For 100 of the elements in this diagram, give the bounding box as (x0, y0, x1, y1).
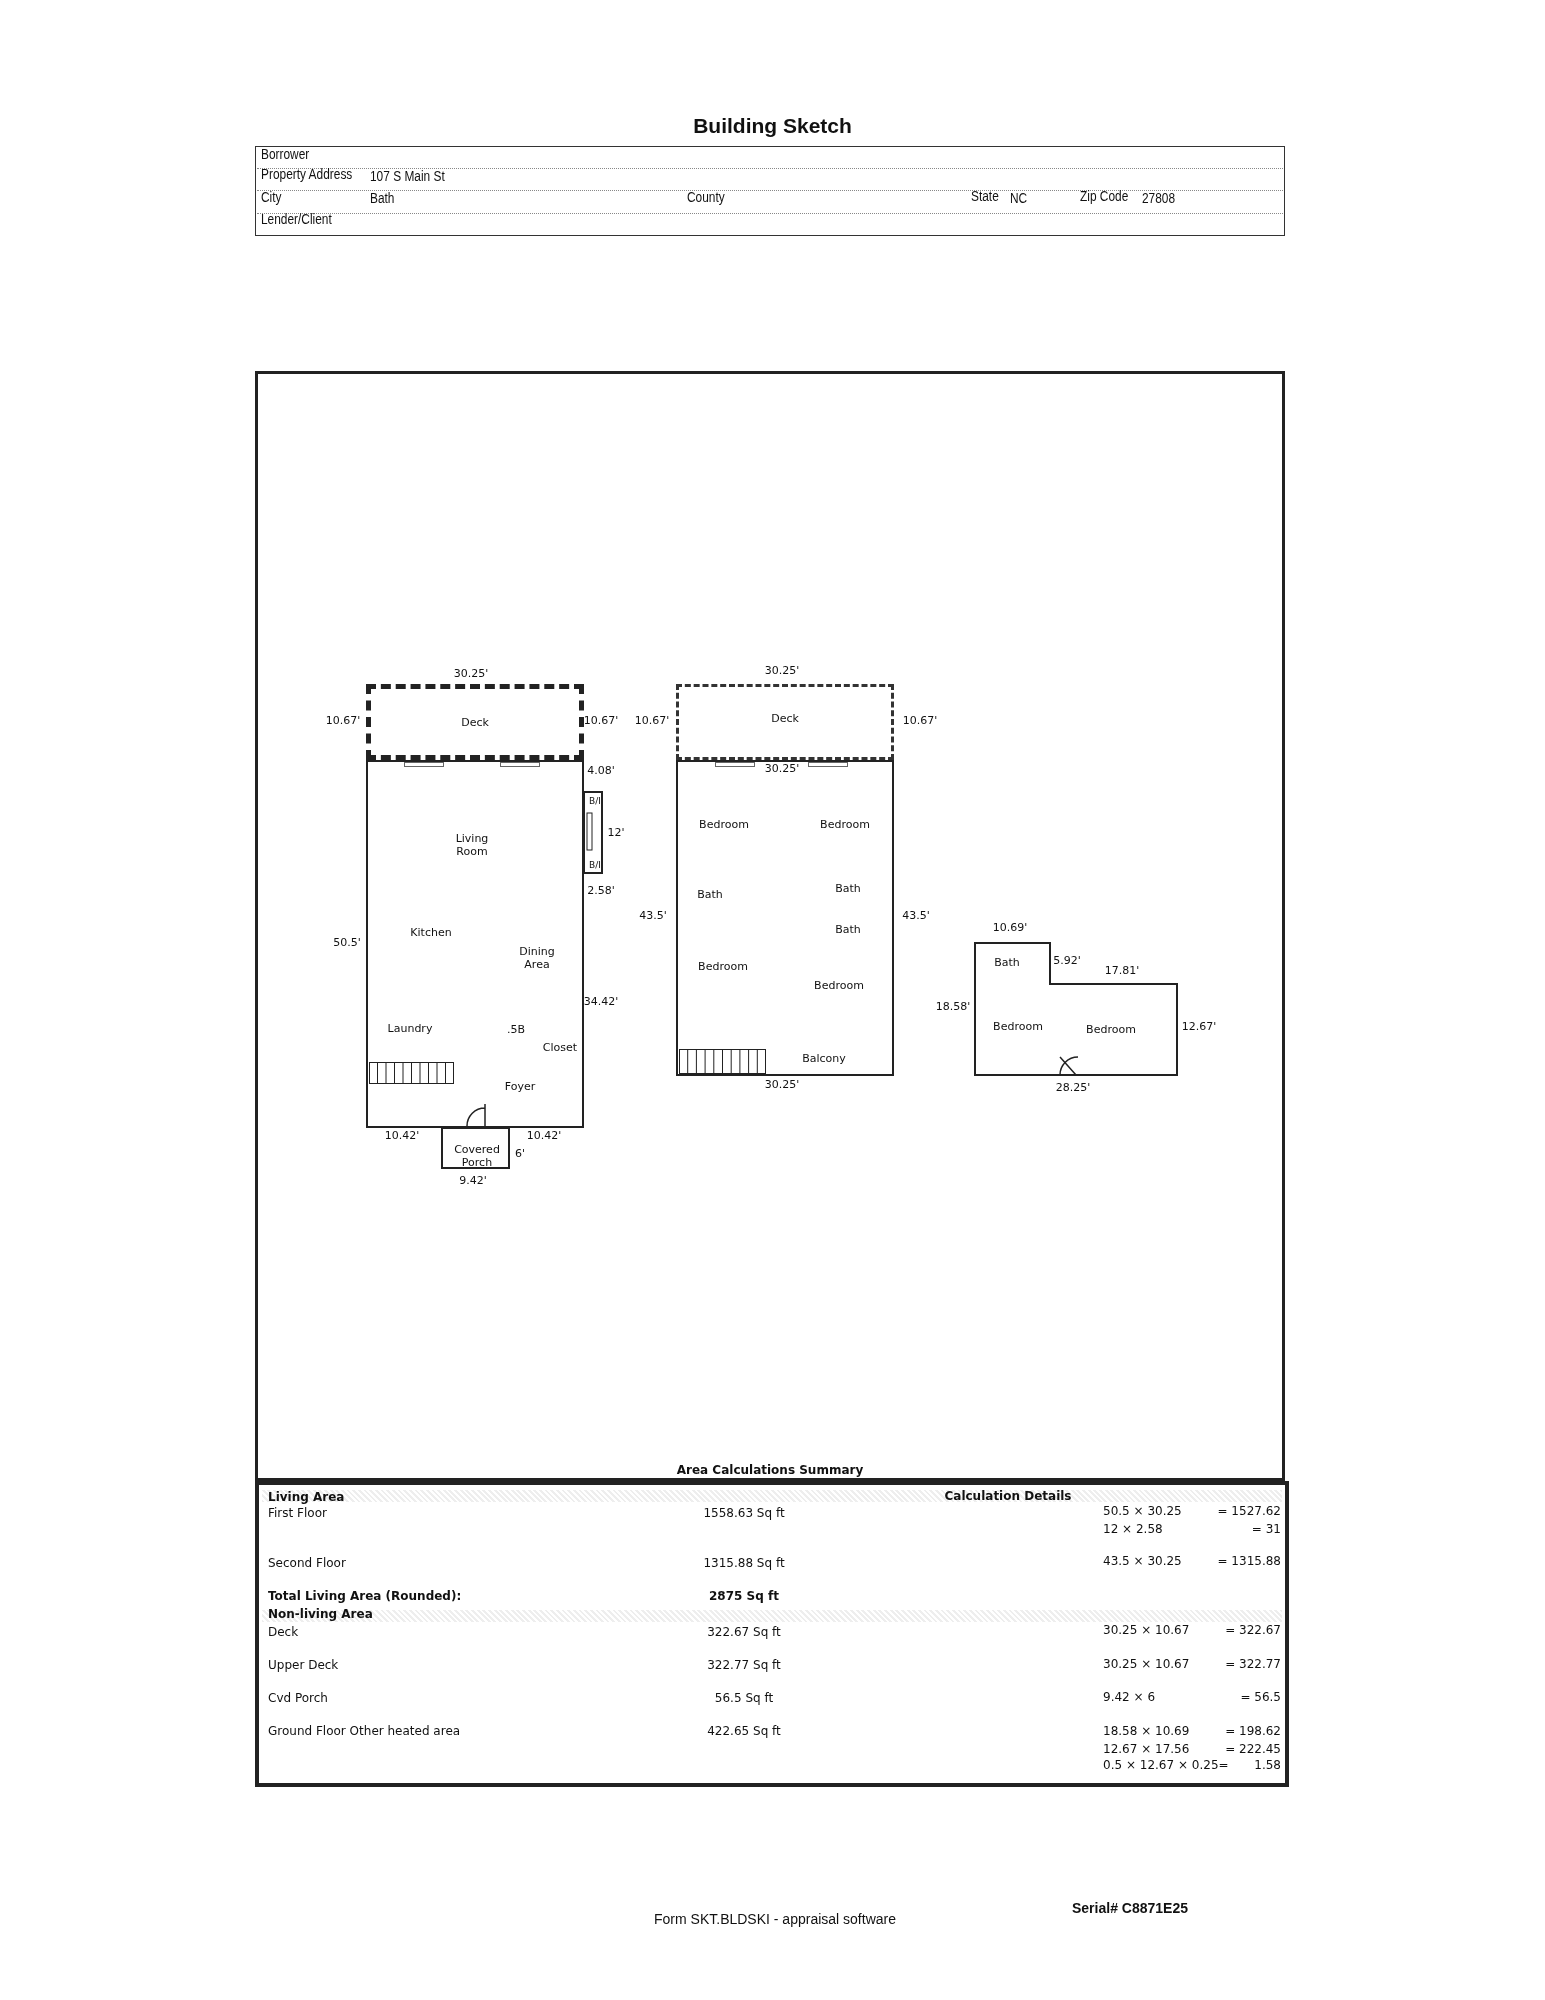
field-value: NC (1010, 190, 1028, 206)
dimension-label: 28.25' (1055, 1081, 1091, 1095)
table-text: = 322.77 (1225, 1657, 1281, 1671)
room-label: Balcony (801, 1052, 847, 1065)
table-heading: Non-living Area (268, 1607, 373, 1621)
room-label: B/I (588, 795, 602, 808)
field-label: County (687, 189, 725, 205)
table-text: 422.65 Sq ft (707, 1724, 781, 1738)
room-label: Covered Porch (453, 1143, 501, 1169)
dimension-label: 12' (607, 826, 625, 840)
field-value: 107 S Main St (370, 168, 445, 184)
table-text: 18.58 × 10.69 (1103, 1724, 1190, 1738)
table-text: 30.25 × 10.67 (1103, 1623, 1190, 1637)
dimension-label: 4.08' (587, 764, 615, 778)
dimension-label: 43.5' (639, 909, 667, 923)
room-label: Bedroom (1085, 1023, 1137, 1036)
field-label: State (971, 188, 999, 204)
table-text: 50.5 × 30.25 (1103, 1504, 1182, 1518)
room-label: Foyer (503, 1080, 537, 1093)
table-text: Ground Floor Other heated area (268, 1724, 461, 1738)
table-heading: Total Living Area (Rounded): (268, 1589, 462, 1603)
dimension-label: 18.58' (935, 1000, 971, 1014)
field-value: Bath (370, 190, 395, 206)
table-text: = 222.45 (1225, 1742, 1281, 1756)
dimension-label: 2.58' (587, 884, 615, 898)
floor-outline (974, 942, 1178, 1076)
table-text: 12.67 × 17.56 (1103, 1742, 1190, 1756)
dimension-label: 10.67' (902, 714, 938, 728)
table-text: = 322.67 (1225, 1623, 1281, 1637)
room-label: Bath (834, 882, 862, 895)
table-text: Upper Deck (268, 1658, 339, 1672)
field-label: City (261, 189, 282, 205)
table-text: 1315.88 Sq ft (703, 1556, 785, 1570)
table-text: Second Floor (268, 1556, 346, 1570)
deck-outline (676, 684, 894, 760)
table-text: 1.58 (1254, 1758, 1281, 1772)
dimension-label: 10.67' (325, 714, 361, 728)
dimension-label: 6' (515, 1147, 525, 1161)
field-label: Borrower (261, 146, 310, 162)
dimension-label: 43.5' (902, 909, 930, 923)
page-title: Building Sketch (692, 114, 853, 138)
dimension-label: 10.67' (583, 714, 619, 728)
room-label: Dining Area (518, 945, 556, 971)
table-text: 56.5 Sq ft (714, 1691, 774, 1705)
dimension-label: 30.25' (764, 664, 800, 678)
table-text: Deck (268, 1625, 299, 1639)
table-text: = 1315.88 (1217, 1554, 1281, 1568)
table-text: Cvd Porch (268, 1691, 328, 1705)
floor-outline (366, 760, 584, 1128)
table-text: 43.5 × 30.25 (1103, 1554, 1182, 1568)
dimension-label: 30.25' (453, 667, 489, 681)
table-text: 1558.63 Sq ft (703, 1506, 785, 1520)
dimension-label: 5.92' (1053, 954, 1081, 968)
field-label: Property Address (261, 166, 353, 182)
room-label: Bedroom (819, 818, 871, 831)
room-label: Kitchen (409, 926, 453, 939)
room-label: Bedroom (698, 818, 750, 831)
table-heading: Area Calculations Summary (676, 1463, 864, 1477)
room-label: Bedroom (697, 960, 749, 973)
table-heading: 2875 Sq ft (709, 1589, 779, 1603)
dimension-label: 34.42' (583, 995, 619, 1009)
field-label: Lender/Client (261, 211, 332, 227)
room-label: Laundry (386, 1022, 434, 1035)
field-label: Zip Code (1080, 188, 1129, 204)
table-heading: Calculation Details (944, 1489, 1072, 1503)
table-text: = 56.5 (1240, 1690, 1281, 1704)
dimension-label: 30.25' (764, 762, 800, 776)
dimension-label: 10.42' (384, 1129, 420, 1143)
dimension-label: 10.42' (526, 1129, 562, 1143)
room-label: Closet (541, 1041, 579, 1054)
table-text: = 1527.62 (1217, 1504, 1281, 1518)
table-text: = 198.62 (1225, 1724, 1281, 1738)
table-text: 0.5 × 12.67 × 0.25= (1103, 1758, 1229, 1772)
room-label: Bedroom (813, 979, 865, 992)
table-text: 322.77 Sq ft (707, 1658, 781, 1672)
dimension-label: 17.81' (1104, 964, 1140, 978)
table-text: 322.67 Sq ft (707, 1625, 781, 1639)
dimension-label: 12.67' (1181, 1020, 1217, 1034)
table-text: 30.25 × 10.67 (1103, 1657, 1190, 1671)
table-text: = 31 (1251, 1522, 1281, 1536)
room-label: Bath (993, 956, 1021, 969)
room-label: Bath (834, 923, 862, 936)
table-heading: Living Area (268, 1490, 345, 1504)
room-label: Deck (460, 716, 490, 729)
dimension-label: 50.5' (333, 936, 361, 950)
room-label: Bedroom (992, 1020, 1044, 1033)
table-text: 12 × 2.58 (1103, 1522, 1163, 1536)
dimension-label: 10.67' (634, 714, 670, 728)
room-label: B/I (588, 859, 602, 872)
porch-outline (441, 1127, 510, 1169)
room-label: .5B (505, 1023, 526, 1036)
dimension-label: 9.42' (459, 1174, 487, 1188)
table-text: 9.42 × 6 (1103, 1690, 1156, 1704)
room-label: Living Room (454, 832, 490, 858)
footer-text: Form SKT.BLDSKI - appraisal software (654, 1912, 896, 1926)
room-label: Bath (696, 888, 724, 901)
table-text: First Floor (268, 1506, 327, 1520)
bump-out-outline (583, 791, 603, 874)
field-value: 27808 (1142, 190, 1176, 206)
dimension-label: 10.69' (992, 921, 1028, 935)
